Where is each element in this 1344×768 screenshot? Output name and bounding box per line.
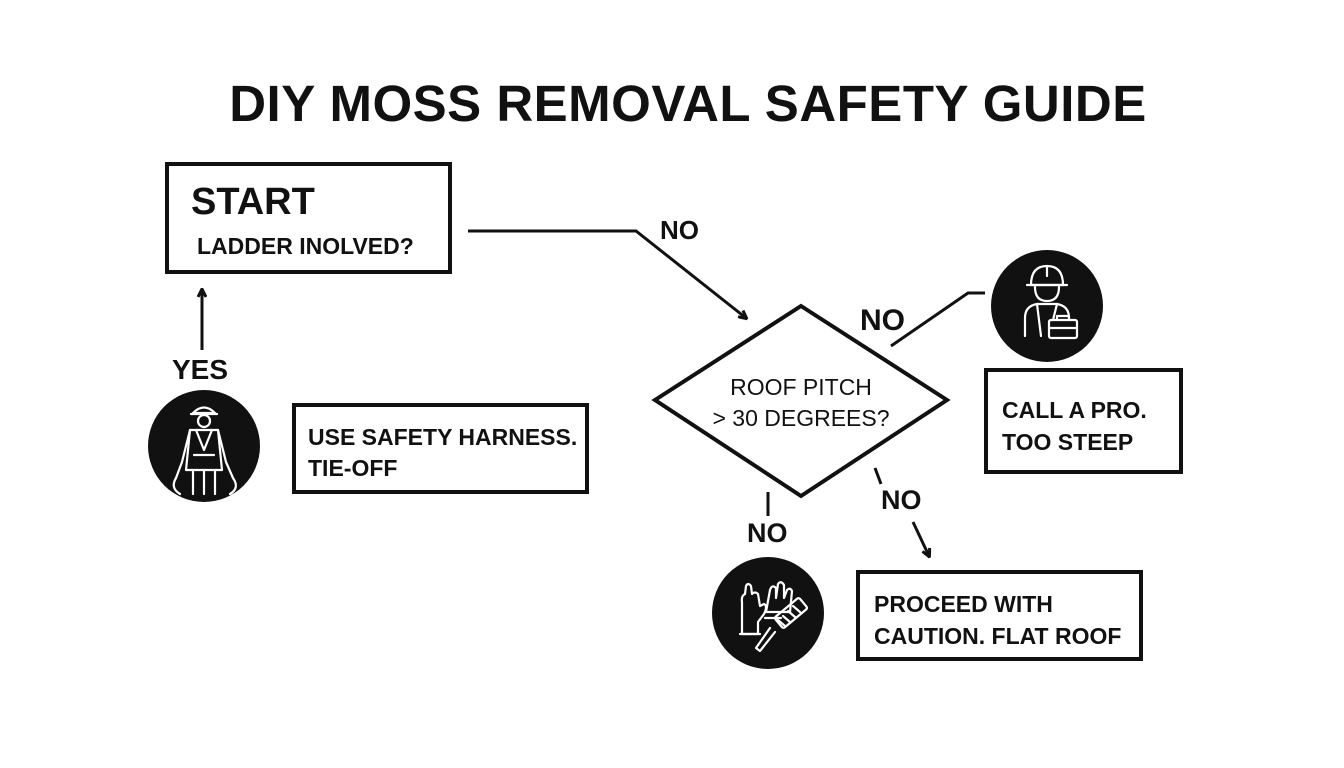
edge-label-decision-down-left: NO xyxy=(747,518,788,548)
call-pro-node: CALL A PRO. TOO STEEP xyxy=(984,368,1183,474)
harness-line-1: USE SAFETY HARNESS. xyxy=(308,424,578,450)
start-node: START LADDER INOLVED? xyxy=(165,162,452,274)
decision-node-text: ROOF PITCH > 30 DEGREES? xyxy=(655,372,947,434)
proceed-line-1: PROCEED WITH xyxy=(874,591,1053,617)
safety-harness-worker-icon xyxy=(148,390,260,502)
hard-hat-worker-with-toolbox-icon xyxy=(991,250,1103,362)
harness-node: USE SAFETY HARNESS. TIE-OFF xyxy=(292,403,589,494)
start-heading: START xyxy=(191,181,315,223)
decision-line-2: > 30 DEGREES? xyxy=(712,405,890,431)
decision-line-1: ROOF PITCH xyxy=(730,374,872,400)
arrow-start-to-decision xyxy=(468,229,746,318)
gloves-and-scrub-brush-icon xyxy=(712,557,824,669)
pro-line-2: TOO STEEP xyxy=(1002,429,1134,455)
edge-label-decision-to-pro: NO xyxy=(860,304,905,337)
connector-decision-to-pro xyxy=(890,291,985,348)
edge-label-start-to-decision: NO xyxy=(660,215,699,245)
page-title: DIY MOSS REMOVAL SAFETY GUIDE xyxy=(229,75,1147,132)
proceed-node: PROCEED WITH CAUTION. FLAT ROOF xyxy=(856,570,1143,661)
arrow-decision-to-proceed xyxy=(873,467,883,485)
decision-diamond xyxy=(651,303,951,499)
arrow-decision-to-proceed-tail xyxy=(911,521,929,556)
edge-label-decision-down-right: NO xyxy=(881,485,922,515)
pro-line-1: CALL A PRO. xyxy=(1002,397,1147,423)
harness-line-2: TIE-OFF xyxy=(308,455,398,481)
edge-label-harness-to-start: YES xyxy=(172,354,229,385)
start-question: LADDER INOLVED? xyxy=(197,233,414,259)
proceed-line-2: CAUTION. FLAT ROOF xyxy=(874,623,1122,649)
